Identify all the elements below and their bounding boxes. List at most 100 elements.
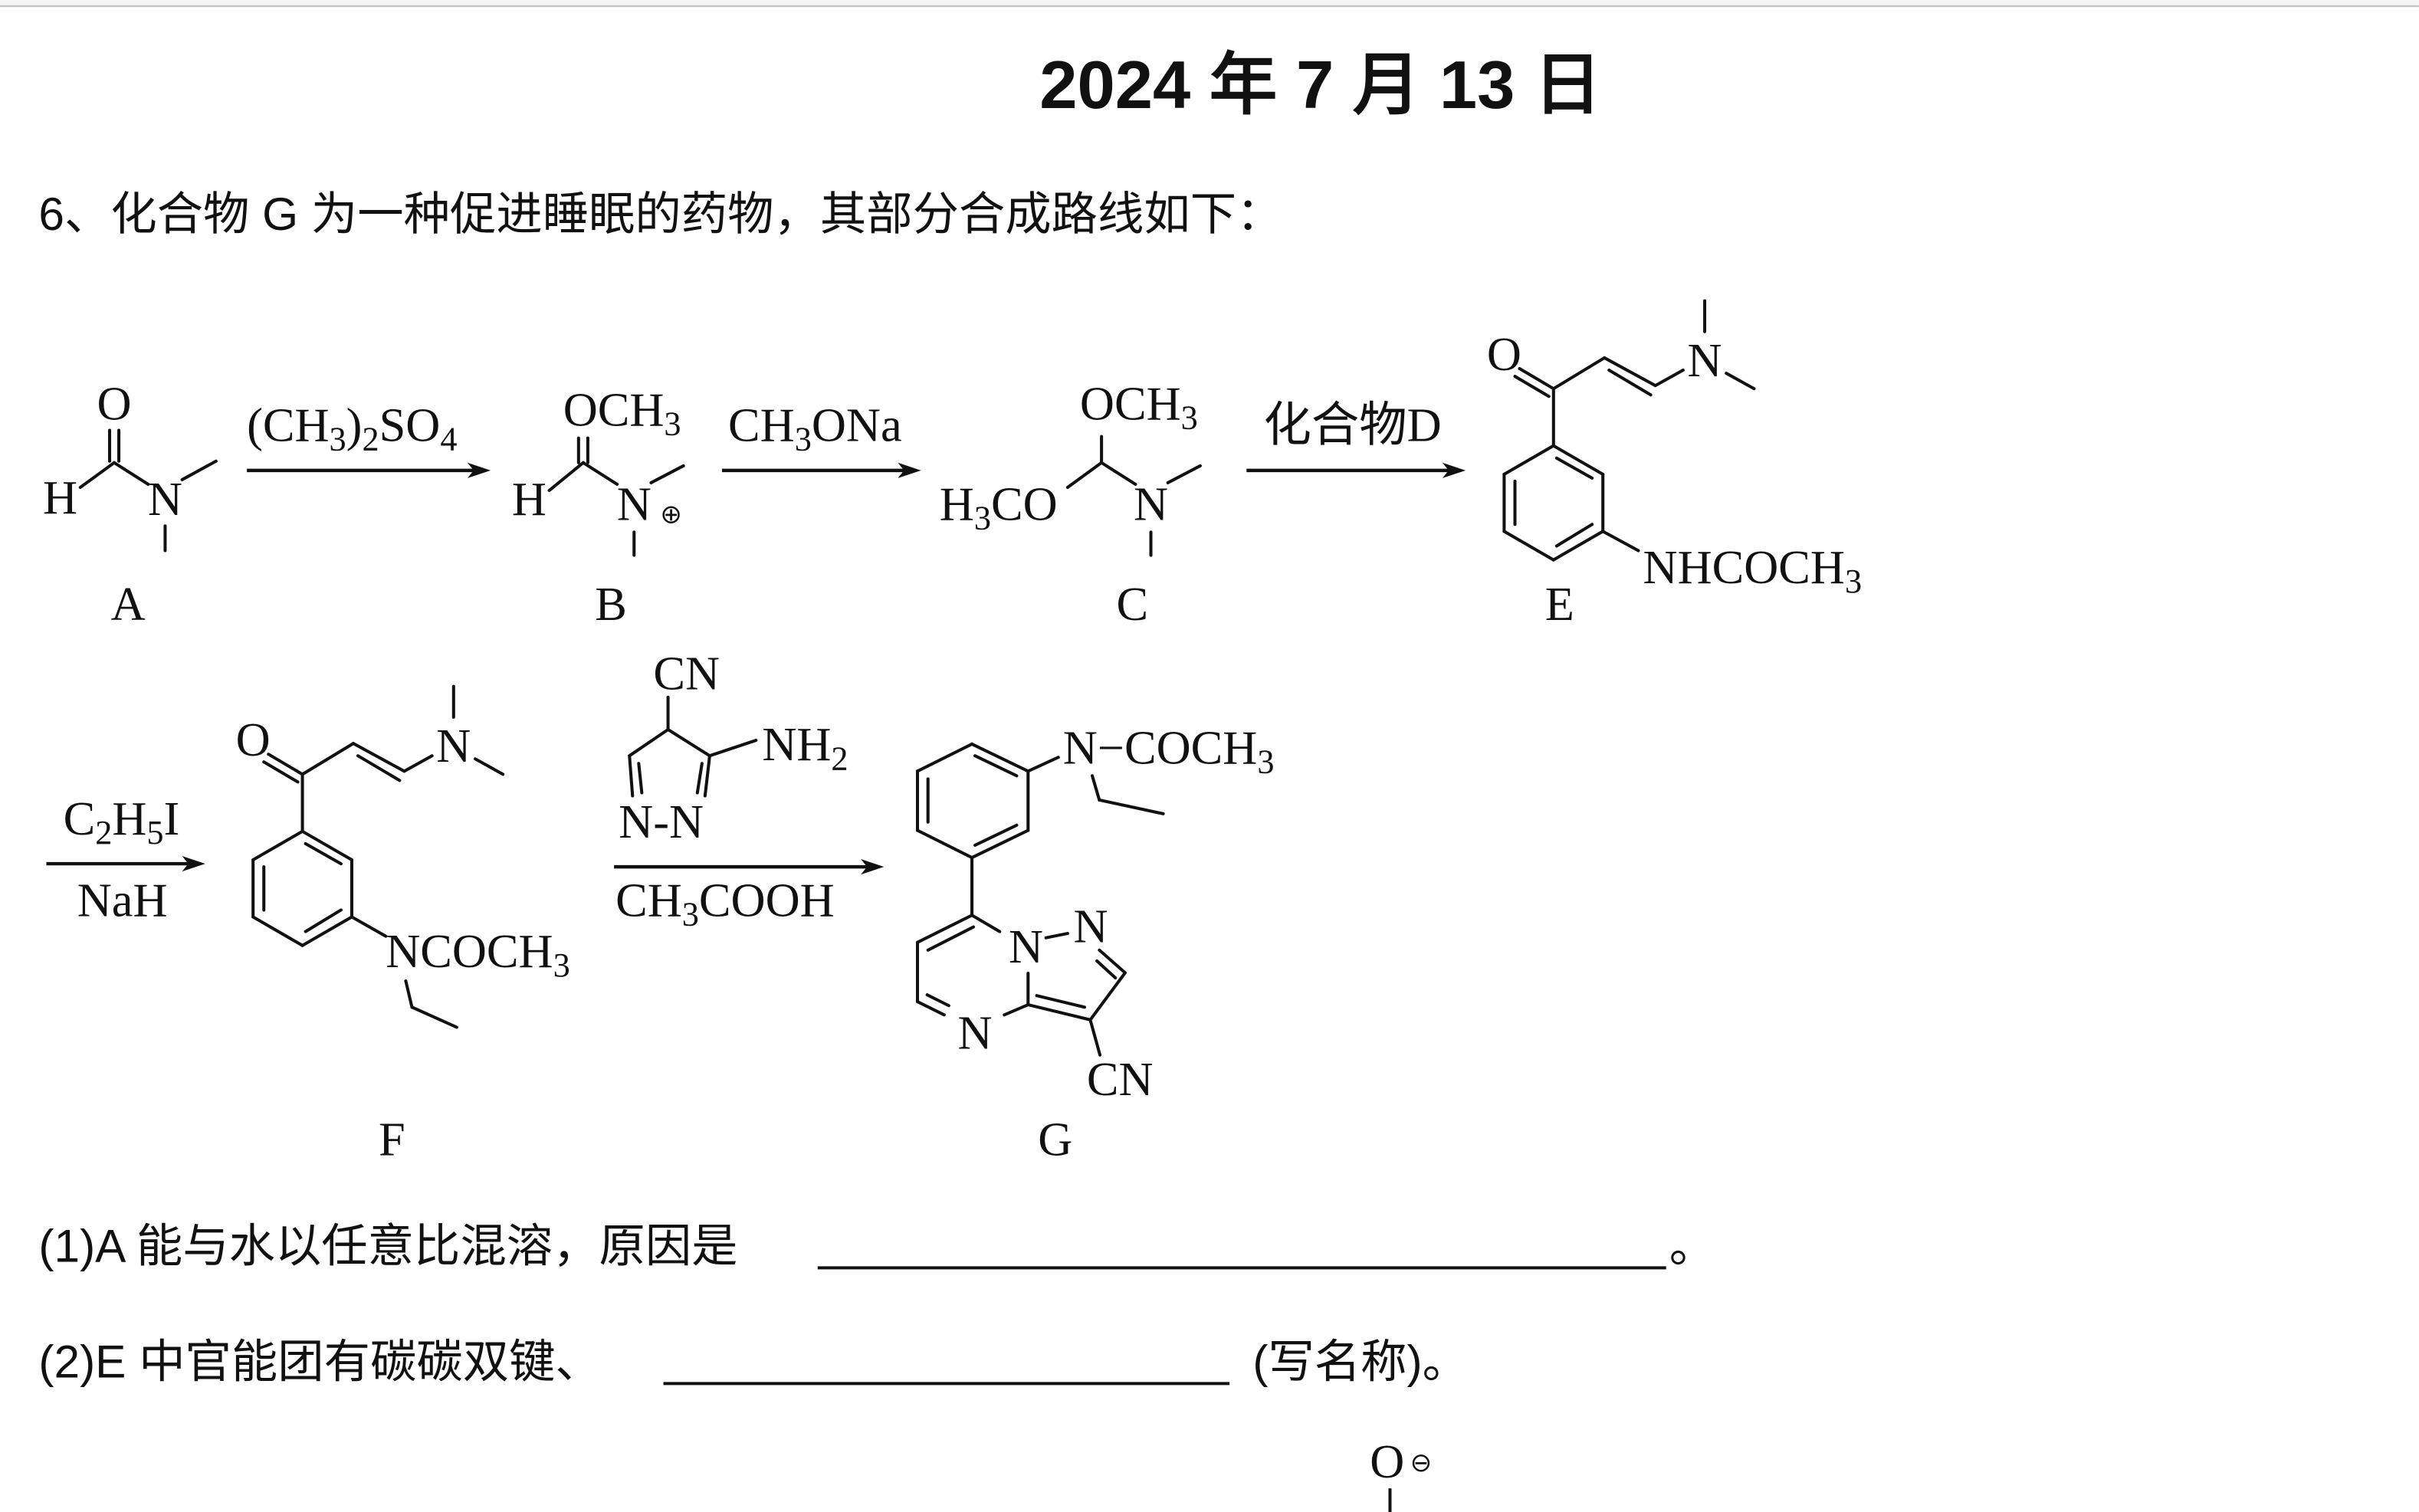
bond bbox=[1088, 1018, 1102, 1057]
bond bbox=[547, 461, 585, 493]
bond bbox=[1725, 372, 1756, 391]
bond bbox=[707, 739, 758, 758]
bond bbox=[78, 461, 117, 490]
bond bbox=[1653, 369, 1685, 388]
question-part1-end: 。 bbox=[1669, 1219, 1715, 1271]
bond bbox=[703, 754, 711, 798]
atom-o: O bbox=[1370, 1435, 1404, 1488]
compound-e: O N NHCOCH3 E bbox=[1487, 328, 1862, 631]
bond bbox=[473, 757, 505, 776]
arrowhead-icon bbox=[467, 462, 491, 478]
bond bbox=[1095, 959, 1118, 980]
compound-label-e: E bbox=[1545, 578, 1574, 631]
atom-o: O bbox=[236, 713, 271, 766]
bond bbox=[1035, 994, 1086, 1009]
bond bbox=[300, 829, 353, 862]
bond bbox=[915, 742, 974, 773]
compound-label-b: B bbox=[595, 578, 627, 631]
atom-n4: N bbox=[958, 1007, 993, 1060]
compound-label-a: A bbox=[111, 578, 146, 631]
bond bbox=[1518, 367, 1555, 391]
atom-n: N bbox=[1688, 334, 1722, 387]
plus-charge-icon: ⊕ bbox=[660, 499, 682, 530]
reagent-step3: 化合物D bbox=[1263, 399, 1441, 452]
bond bbox=[1551, 356, 1607, 391]
reaction-arrows bbox=[46, 462, 1466, 875]
atom-n: N bbox=[1134, 477, 1168, 530]
bond bbox=[300, 742, 355, 776]
amide-group: NCOCH3 bbox=[386, 925, 569, 984]
atom-o: O bbox=[1487, 328, 1521, 381]
bond bbox=[262, 760, 300, 784]
bond bbox=[402, 754, 434, 773]
bond bbox=[915, 913, 974, 944]
question-part2: (2)E 中官能团有碳碳双键、 bbox=[38, 1335, 601, 1387]
bond bbox=[251, 829, 304, 862]
bond bbox=[113, 461, 150, 486]
bond bbox=[637, 762, 644, 795]
bond bbox=[1551, 444, 1605, 476]
bond bbox=[351, 742, 406, 773]
pyrazole-nn: N-N bbox=[619, 795, 704, 848]
reagent-step1: (CH3)2SO4 bbox=[247, 399, 457, 458]
amide-group: N−COCH3 bbox=[1063, 721, 1275, 780]
compound-label-c: C bbox=[1117, 578, 1149, 631]
bond bbox=[1026, 756, 1060, 773]
compound-b: OCH3 H N ⊕ B bbox=[512, 383, 682, 631]
nitrile-group: CN bbox=[1087, 1053, 1154, 1106]
bond bbox=[1551, 530, 1605, 562]
bond bbox=[267, 753, 304, 776]
bond bbox=[180, 459, 218, 481]
arrowhead-icon bbox=[898, 462, 921, 478]
scheme-bonds bbox=[78, 299, 1756, 1057]
arrowhead-icon bbox=[182, 856, 205, 872]
arrowhead-icon bbox=[1442, 462, 1466, 478]
aminopyrazole-reagent: CN NH2 N-N bbox=[619, 648, 848, 848]
bond bbox=[1100, 461, 1137, 486]
bond bbox=[1607, 369, 1653, 397]
compound-f: O N NCOCH3 F bbox=[236, 713, 570, 1166]
bond bbox=[973, 823, 1019, 847]
bond bbox=[915, 828, 974, 860]
atom-n1: N bbox=[1009, 920, 1043, 973]
compound-c: OCH3 H3CO N C bbox=[940, 377, 1198, 631]
bond bbox=[695, 762, 704, 795]
bond bbox=[973, 754, 1019, 778]
bond bbox=[1065, 461, 1104, 490]
bond bbox=[970, 742, 1030, 773]
bond bbox=[356, 754, 402, 782]
bond bbox=[915, 1000, 946, 1017]
amine-group: NH2 bbox=[762, 718, 848, 777]
bond bbox=[1502, 444, 1555, 476]
nitrile-group: CN bbox=[653, 648, 720, 700]
atom-o: O bbox=[97, 377, 131, 430]
atom-n: N bbox=[148, 473, 182, 526]
reagent-step5-bottom: CH3COOH bbox=[615, 874, 835, 933]
bond bbox=[970, 828, 1030, 860]
bond bbox=[1502, 530, 1555, 562]
bond bbox=[628, 727, 670, 758]
bond bbox=[304, 908, 343, 933]
atom-h: H bbox=[43, 471, 77, 524]
compound-a: O H N A bbox=[43, 377, 182, 631]
bond bbox=[1098, 948, 1127, 975]
bond bbox=[926, 925, 976, 952]
reagent-step4-top: C2H5I bbox=[64, 792, 180, 851]
reagent-step2: CH3ONa bbox=[728, 399, 902, 458]
bond bbox=[1026, 1003, 1092, 1022]
bond bbox=[1044, 932, 1069, 940]
bond bbox=[666, 727, 711, 758]
bond bbox=[649, 464, 685, 484]
atom-n2: N bbox=[1074, 900, 1108, 953]
compound-label-g: G bbox=[1038, 1113, 1072, 1166]
bond bbox=[1554, 456, 1594, 480]
bond bbox=[1603, 356, 1657, 388]
bond bbox=[1513, 375, 1551, 398]
bond bbox=[410, 1005, 458, 1029]
compound-g: N−COCH3 N N N CN G bbox=[958, 721, 1275, 1166]
atom-och3: OCH3 bbox=[1080, 377, 1198, 436]
arrowhead-icon bbox=[861, 859, 885, 875]
bond bbox=[1003, 1003, 1030, 1017]
bond bbox=[300, 915, 353, 947]
